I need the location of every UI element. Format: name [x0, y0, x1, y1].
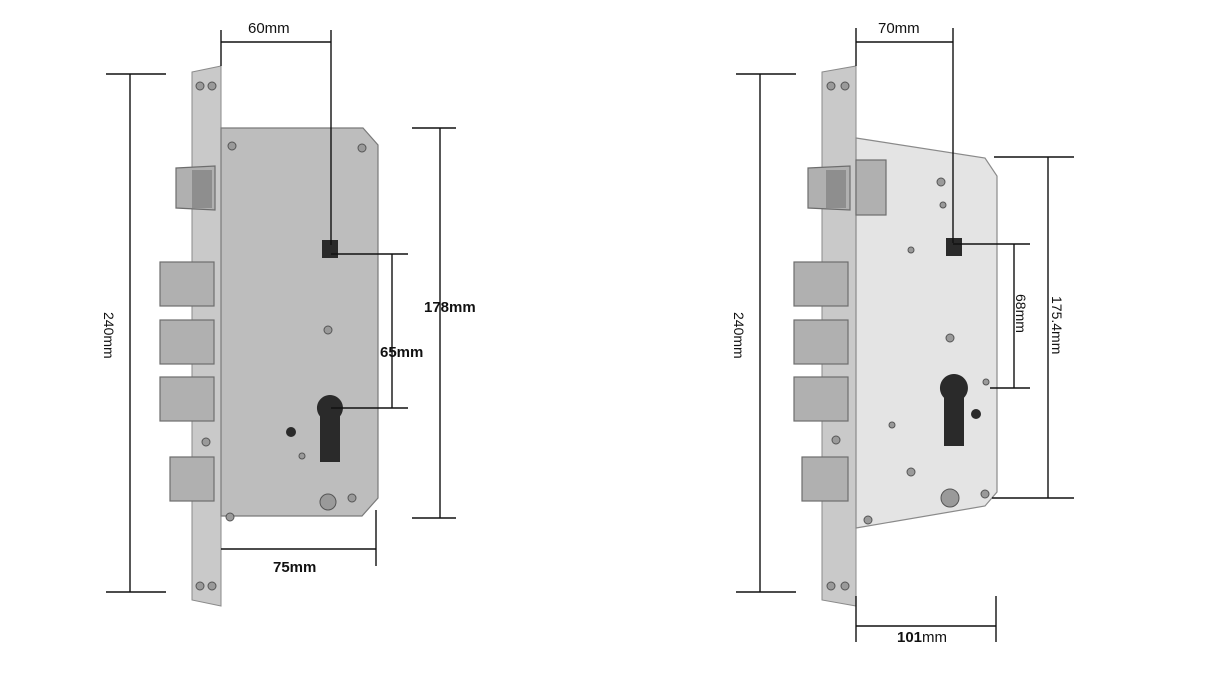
right-case-screw [936, 177, 946, 187]
left-faceplate-screw [201, 437, 211, 447]
right-faceplate-screw [840, 581, 850, 591]
left-case-screw [323, 325, 333, 335]
right-diamond-screw [940, 488, 960, 508]
left-spindle-cyl-label: 65mm [380, 344, 423, 361]
left-case-screw [357, 143, 367, 153]
right-deadbolt [801, 456, 849, 502]
right-case-width-value: 101 [897, 629, 922, 646]
right-case-screw [980, 489, 990, 499]
right-latch-face [826, 170, 846, 208]
right-lock [793, 65, 998, 607]
right-faceplate-screw [831, 435, 841, 445]
left-faceplate-screw [207, 581, 217, 591]
left-deadbolt [159, 376, 215, 422]
left-diamond-screw [319, 493, 337, 511]
right-cylinder-cutout [939, 374, 968, 446]
right-top-width-label: 70mm [878, 20, 920, 37]
right-case-screw [888, 421, 896, 429]
right-spindle-cyl-label: 68mm [1013, 294, 1029, 333]
right-deadbolt [793, 261, 849, 307]
left-case-screw [225, 512, 235, 522]
left-cylinder-cutout [316, 395, 343, 462]
right-case-screw [907, 246, 915, 254]
right-case-screw [945, 333, 955, 343]
left-dimensions: 60mm 240mm 65mm 178mm 75mm [101, 20, 476, 593]
left-case-screw [347, 493, 357, 503]
left-faceplate-screw [195, 581, 205, 591]
right-deadbolt [793, 376, 849, 422]
left-deadbolt [159, 261, 215, 307]
right-case-screw [939, 201, 947, 209]
left-faceplate-screw [195, 81, 205, 91]
right-faceplate-screw [826, 581, 836, 591]
left-height-label: 240mm [101, 312, 117, 359]
right-height-label: 240mm [731, 312, 747, 359]
left-deadbolt [159, 319, 215, 365]
right-latch-block [855, 159, 887, 216]
right-faceplate-screw [826, 81, 836, 91]
right-case-width-label: 101mm [897, 629, 947, 646]
left-case-screw [298, 452, 306, 460]
left-deadbolt [169, 456, 215, 502]
left-case-screw [227, 141, 237, 151]
left-faceplate-screw [207, 81, 217, 91]
right-case-height-label: 175.4mm [1049, 296, 1065, 354]
right-faceplate-screw [840, 81, 850, 91]
left-case-width-label: 75mm [273, 559, 316, 576]
right-case-width-unit: mm [922, 629, 947, 646]
left-top-width-label: 60mm [248, 20, 290, 37]
left-case-height-label: 178mm [424, 299, 476, 316]
right-spindle-hole [946, 238, 962, 256]
right-case-screw [906, 467, 916, 477]
right-case-screw [982, 378, 990, 386]
right-small-hole [971, 409, 981, 419]
right-case-screw [863, 515, 873, 525]
left-latch-face [192, 170, 212, 208]
right-deadbolt [793, 319, 849, 365]
left-lock [159, 65, 379, 607]
left-spindle-hole [322, 240, 338, 258]
left-small-hole [286, 427, 296, 437]
right-dimensions: 70mm 240mm 68mm 175.4mm 101mm [731, 20, 1074, 646]
